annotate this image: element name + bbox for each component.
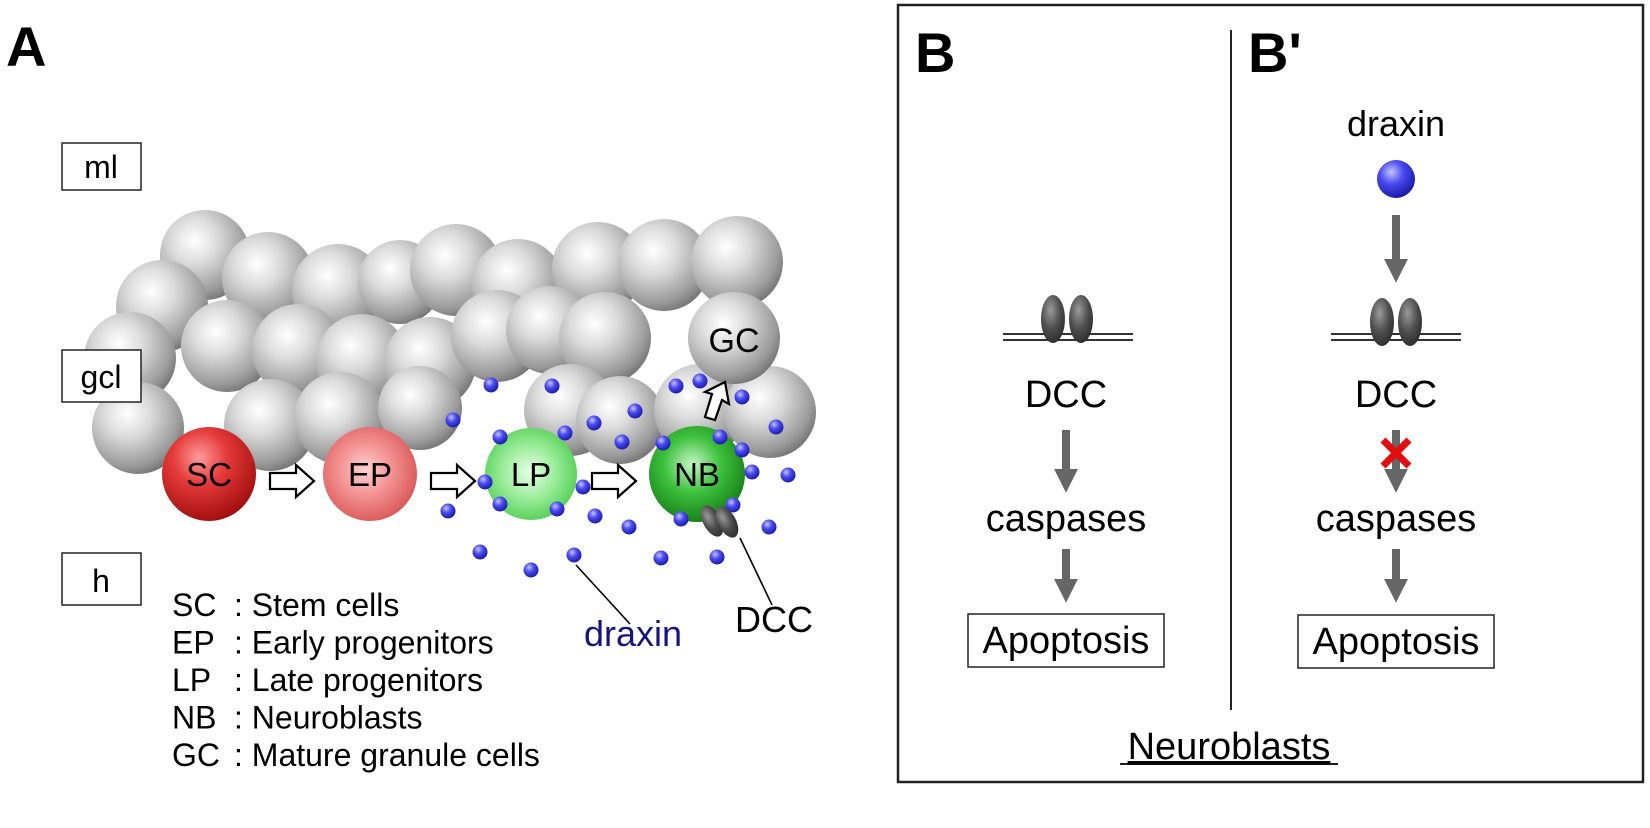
draxin-dot [692,373,708,389]
draxin-dot [440,503,456,519]
draxin-dot [445,412,461,428]
draxin-dot [725,497,741,513]
bp-apoptosis-box [1297,614,1495,669]
dcc-label: DCC [735,599,813,640]
draxin-dot [655,435,671,451]
panel-b-letter: B [915,21,955,84]
draxin-dot [587,508,603,524]
legend-description: : Mature granule cells [234,737,540,773]
b-apoptosis-box [967,613,1165,668]
panel-b-prime-letter: B' [1248,21,1302,84]
panel-a-letter: A [6,15,46,78]
legend-description: : Stem cells [234,587,399,623]
legend-abbr: GC [172,737,220,773]
b-dcc-text: DCC [1025,374,1107,416]
dcc-membrane-b [1003,295,1133,343]
draxin-dot [709,549,725,565]
granule-cell [181,300,273,392]
draxin-dot [621,519,637,535]
draxin-dot [472,544,488,560]
draxin-dot [627,403,643,419]
b-caspases-text: caspases [986,498,1147,540]
ml-text: ml [84,149,118,185]
granule-cell [688,292,780,384]
gc-label: GC [709,322,760,360]
gcl-text: gcl [81,359,122,395]
layer-label-ml: ml [61,142,142,191]
draxin-dot [549,501,565,517]
legend-description: : Early progenitors [234,625,494,661]
granule-cell [92,382,184,474]
bp-dcc-text: DCC [1355,374,1437,416]
dcc-receptor-cell [700,505,739,538]
draxin-dot [575,479,591,495]
draxin-dot [768,419,784,435]
granule-cell [724,366,816,458]
draxin-dot [668,378,684,394]
draxin-dot [744,464,760,480]
bp-caspases-text: caspases [1316,498,1477,540]
granule-cell [552,222,644,314]
granule-cell [618,219,710,311]
arrow-ep-to-lp [429,462,477,500]
legend-abbr: SC [172,587,216,623]
legend-abbr: NB [172,700,216,736]
arrow-nb-to-gc [701,380,731,422]
ep-label: EP [348,456,392,493]
granule-cell [576,376,664,464]
draxin-dot [761,519,777,535]
draxin-dot [523,562,539,578]
layer-label-gcl: gcl [61,349,142,403]
neuroblast: NB [649,426,745,522]
legend-abbr: LP [172,662,211,698]
legend-abbr: EP [172,625,215,661]
early-progenitor: EP [323,427,417,521]
panel-b-frame [896,3,1645,784]
granule-cell [378,366,462,450]
draxin-dot [483,377,499,393]
draxin-label: draxin [584,613,682,654]
sc-label: SC [186,456,232,493]
draxin-pointer [575,564,631,625]
footer-neuroblasts: Neuroblasts [1128,726,1331,768]
draxin-dots [440,373,796,578]
inhibition-x-icon [1380,437,1412,469]
granule-cell [559,292,651,384]
draxin-dot [492,496,508,512]
draxin-dot [712,429,728,445]
draxin-dot [780,467,796,483]
bp-draxin-text: draxin [1347,103,1445,144]
draxin-dot [477,474,493,490]
draxin-dot [492,429,508,445]
draxin-dot [734,442,750,458]
draxin-dot [653,550,669,566]
bp-apoptosis-text: Apoptosis [1313,621,1480,663]
draxin-dot [544,378,560,394]
arrow-sc-to-ep [268,462,316,500]
draxin-dot [586,415,602,431]
draxin-dot [566,547,582,563]
bp-draxin-ball [1377,160,1415,198]
legend-description: : Neuroblasts [234,700,423,736]
nb-label: NB [674,456,720,493]
arrow-lp-to-nb [590,462,638,500]
stem-cell: SC [162,427,256,521]
draxin-dot [614,434,630,450]
b-apoptosis-text: Apoptosis [983,620,1150,662]
draxin-dot [673,511,689,527]
late-progenitor: LP [485,428,577,520]
granule-cell [222,232,314,324]
draxin-dot [557,425,573,441]
dcc-membrane-bprime [1331,298,1461,346]
lp-label: LP [511,456,551,493]
draxin-dot [734,389,750,405]
layer-label-h: h [61,552,142,606]
h-text: h [92,563,110,599]
dcc-pointer [739,537,773,606]
legend-description: : Late progenitors [234,662,483,698]
granule-cell [691,216,783,308]
